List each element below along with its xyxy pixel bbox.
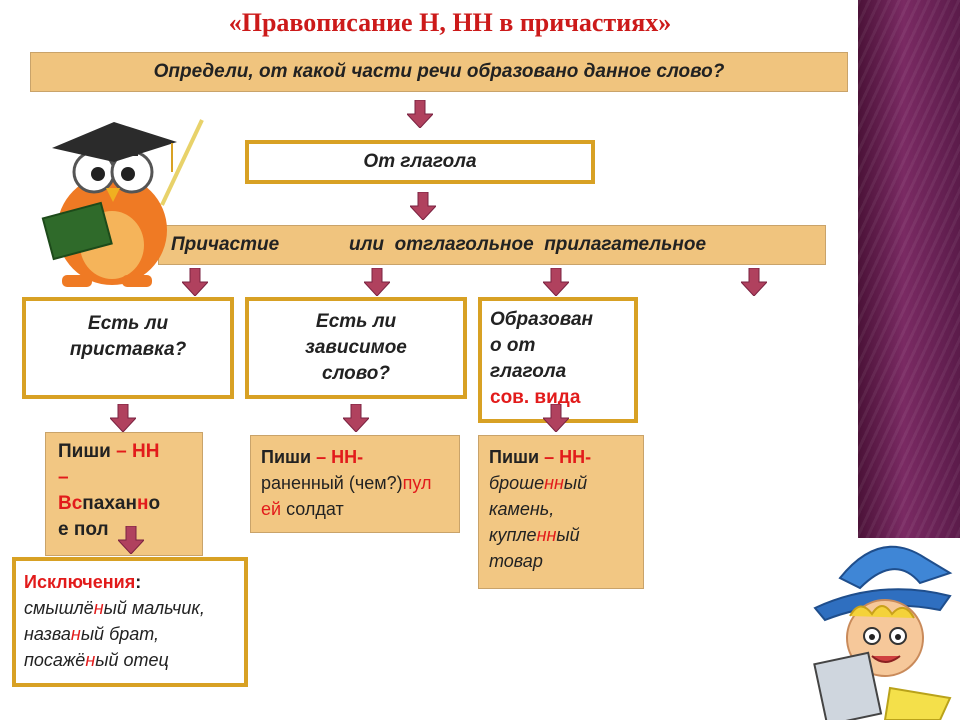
a3-w3b: нн [536,525,557,545]
q1-line1: Есть ли [87,313,169,334]
arrow-down-icon [410,192,436,220]
question-bar: Определи, от какой части речи образовано… [30,52,848,92]
a3-write: Пиши [489,447,540,467]
q1-line2: приставка? [69,339,187,360]
exceptions-box: Исключения: смышлёный мальчик, названый … [12,557,248,687]
dependent-word-question-box: Есть ли зависимое слово? [245,297,467,399]
a2-ex3: пул [402,473,432,493]
participle-label: Причастие [171,234,280,255]
ex1b: н [93,598,104,618]
a1-write: Пиши [58,441,111,462]
page-title: «Правописание Н, НН в причастиях» [228,8,672,37]
a1-ex-d: о [148,493,161,514]
ex1c: ый мальчик, [103,598,205,618]
a1-dash: – [58,467,69,488]
from-verb-box: От глагола [245,140,595,184]
ex3b: н [85,650,96,670]
a3-w1b: нн [544,473,564,493]
a3-w2: камень, [489,499,555,519]
q3-line1: Образован [490,309,594,330]
arrow-down-icon [110,404,136,432]
categories-bar: Причастие или отглагольное прилагательно… [158,225,826,265]
verbal-adjective-label: или отглагольное прилагательное [349,234,707,255]
perfective-answer-box: Пиши – НН- брошенный камень, купленный т… [478,435,644,589]
question-text: Определи, от какой части речи образовано… [153,61,725,82]
arrow-down-icon [182,268,208,296]
arrow-down-icon [407,100,433,128]
a1-ex-a: Вс [58,493,83,514]
a2-ex2: (чем?) [348,473,403,493]
a3-w3a: купле [489,525,537,545]
a2-ex1: раненный [261,473,349,493]
a1-ex-b: пахан [82,493,137,514]
a1-rule: – НН [110,441,160,462]
prefix-answer-box: Пиши – НН – Вспаханно е пол [45,432,203,556]
a3-w1c: ый [563,473,588,493]
dependent-word-answer-box: Пиши – НН- раненный (чем?)пул ей солдат [250,435,460,533]
a3-w3c: ый [556,525,580,545]
q3-line2: о от [490,335,536,356]
q2-line1: Есть ли [315,311,397,332]
ex3c: ый отец [95,650,169,670]
perfective-question-box: Образован о от глагола сов. вида [478,297,638,423]
arrow-down-icon [543,268,569,296]
ex2b: н [70,624,81,644]
exceptions-colon: : [135,572,142,592]
prefix-question-box: Есть ли приставка? [22,297,234,399]
boy-with-tablet-illustration [800,538,960,720]
a3-rule: – НН- [539,447,592,467]
a3-w4: товар [489,551,543,571]
owl-professor-illustration [41,119,204,287]
a1-ex-e: е пол [58,519,109,540]
q3-line3: глагола [490,361,567,382]
a2-write: Пиши [261,447,312,467]
q3-line4: сов. вида [490,387,581,408]
ex2a: назва [24,624,71,644]
from-verb-text: От глагола [363,151,477,172]
a2-ex4: ей [261,499,282,519]
a1-ex-c: н [136,493,149,514]
arrow-down-icon [543,404,569,432]
ex1a: смышлё [24,598,94,618]
a3-w1a: броше [489,473,545,493]
arrow-down-icon [741,268,767,296]
arrow-down-icon [364,268,390,296]
a2-ex5: солдат [281,499,344,519]
q2-line2: зависимое [305,337,407,358]
a2-rule: – НН- [311,447,364,467]
ex3a: посажё [24,650,86,670]
ex2c: ый брат, [80,624,160,644]
arrow-down-icon [343,404,369,432]
exceptions-label: Исключения [24,572,136,592]
q2-line3: слово? [322,363,390,384]
arrow-down-icon [118,526,144,554]
